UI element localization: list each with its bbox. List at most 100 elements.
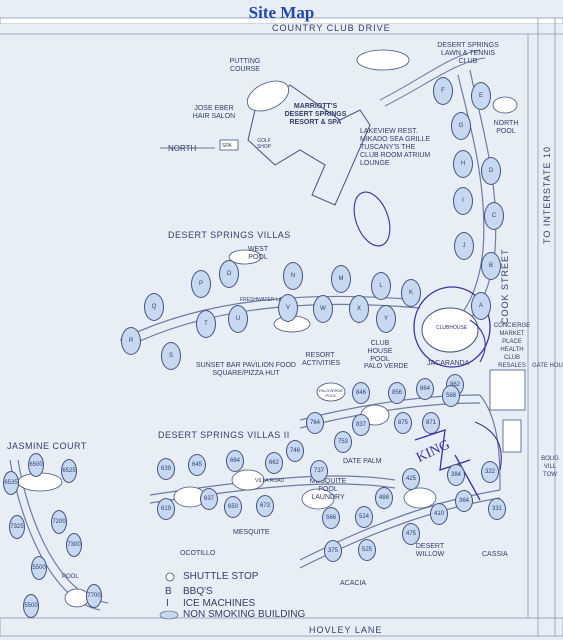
- villa-building-v: V: [278, 294, 298, 322]
- villa2-building-425: 425: [402, 468, 420, 490]
- area-jasmine-court: JASMINE COURT: [7, 441, 87, 451]
- label-villa-road: VILLA ROAD: [255, 478, 285, 484]
- villa-building-h: H: [453, 150, 473, 178]
- villa-building-c: C: [484, 202, 504, 230]
- label-gate-house: GATE HOUSE: [532, 363, 563, 369]
- legend-bbq-symbol: B: [165, 586, 172, 597]
- legend-ice-symbol: I: [166, 598, 169, 609]
- label-resort-activities: RESORT ACTIVITIES: [302, 352, 341, 367]
- label-palo-verde: PALO VERDE: [364, 363, 409, 370]
- villa-building-j: J: [454, 232, 474, 260]
- villa2-building-871: 871: [422, 412, 440, 434]
- villa2-building-837: 837: [352, 414, 370, 436]
- label-freshwater-lane: FRESHWATER LANE: [240, 297, 289, 303]
- legend-non-smoking: NON SMOKING BUILDING: [183, 609, 306, 620]
- label-hair-salon: JOSE EBER HAIR SALON: [192, 105, 236, 120]
- villa2-building-384: 384: [447, 464, 465, 486]
- label-lakeview: LAKEVIEW REST. MIKADO SEA GRILLE TUSCANY…: [360, 128, 431, 167]
- villa2-building-856: 856: [388, 382, 406, 404]
- villa-building-l: L: [371, 272, 391, 300]
- label-bougainvillea: BOUG VILL TOW: [541, 456, 559, 478]
- villa-building-a: A: [471, 292, 491, 320]
- villa2-building-637: 637: [200, 488, 218, 510]
- label-golf-shop: GOLF SHOP: [256, 138, 272, 150]
- villa-building-m: M: [331, 265, 351, 293]
- villa2-building-673: 673: [256, 495, 274, 517]
- villa2-building-875: 875: [394, 412, 412, 434]
- villa2-building-364: 364: [455, 490, 473, 512]
- villa-building-b: B: [481, 252, 501, 280]
- legend-ice-machines: ICE MACHINES: [183, 598, 256, 609]
- villa2-building-650: 650: [224, 496, 242, 518]
- legend-shuttle-stop: SHUTTLE STOP: [183, 571, 259, 582]
- villa2-building-753: 753: [334, 431, 352, 453]
- villa-building-i: I: [453, 187, 473, 215]
- label-clubhouse: CLUBHOUSE: [436, 325, 468, 331]
- villa2-building-645: 645: [188, 454, 206, 476]
- label-date-palm: DATE PALM: [343, 458, 382, 465]
- villa-building-e: E: [471, 82, 491, 110]
- villa-building-r: R: [121, 327, 141, 355]
- legend-bbq: BBQ'S: [183, 586, 213, 597]
- villa2-building-846: 846: [352, 382, 370, 404]
- villa2-building-322: 322: [481, 461, 499, 483]
- label-jasmine-pool: POOL: [62, 574, 79, 580]
- villa-building-t: T: [196, 310, 216, 338]
- area-desert-springs-villas: DESERT SPRINGS VILLAS: [168, 230, 291, 240]
- street-country-club-drive: COUNTRY CLUB DRIVE: [272, 23, 391, 33]
- villa-building-n: N: [283, 262, 303, 290]
- villa2-building-410: 410: [430, 503, 448, 525]
- villa2-building-746: 746: [286, 440, 304, 462]
- villa2-building-764: 764: [306, 412, 324, 434]
- villa-building-o: O: [219, 260, 239, 288]
- jasmine-building-7300: 7300: [66, 533, 82, 557]
- villa-building-p: P: [191, 270, 211, 298]
- label-mesquite-pool: MESQUITE POOL LAUNDRY: [309, 478, 347, 501]
- villa2-building-524: 524: [355, 506, 373, 528]
- villa2-building-375: 375: [324, 540, 342, 562]
- label-sunset-bar: SUNSET BAR PAVILION FOOD SQUARE/PIZZA HU…: [196, 362, 296, 377]
- jasmine-building-7700: 7700: [86, 584, 102, 608]
- villa2-building-475: 475: [402, 523, 420, 545]
- map-title: Site Map: [248, 3, 315, 22]
- label-north: NORTH: [168, 144, 197, 153]
- street-hovley-lane: HOVLEY LANE: [309, 625, 383, 635]
- area-desert-springs-villas-ii: DESERT SPRINGS VILLAS II: [158, 430, 290, 440]
- label-desert-willow: DESERT WILLOW: [415, 543, 445, 558]
- label-mesquite: MESQUITE: [233, 529, 270, 536]
- villa2-building-488: 488: [375, 487, 393, 509]
- villa2-building-864: 864: [416, 378, 434, 400]
- villa-building-g: G: [451, 112, 471, 140]
- label-cassia: CASSIA: [482, 551, 508, 558]
- villa2-building-588: 588: [442, 385, 460, 407]
- villa-building-u: U: [228, 305, 248, 333]
- label-tennis-club: DESERT SPRINGS LAWN & TENNIS CLUB: [437, 42, 499, 65]
- jasmine-building-7325: 7325: [9, 515, 25, 539]
- label-north-pool: NORTH POOL: [493, 120, 519, 135]
- villa2-building-331: 331: [488, 498, 506, 520]
- jasmine-building-5500: 5500: [31, 556, 47, 580]
- villa-building-y: Y: [376, 305, 396, 333]
- label-paloverde-pool: PALOVERDE POOL: [318, 388, 344, 398]
- jasmine-building-6525: 6525: [61, 459, 77, 483]
- villa-building-d: D: [481, 157, 501, 185]
- villa-building-s: S: [161, 342, 181, 370]
- label-clubhouse-pool: CLUB HOUSE POOL: [367, 340, 393, 363]
- villa2-building-737: 737: [310, 460, 328, 482]
- jasmine-building-6535: 6535: [3, 471, 19, 495]
- villa-building-x: X: [349, 295, 369, 323]
- jasmine-building-7200: 7200: [51, 510, 67, 534]
- label-west-pool: WEST POOL: [247, 246, 269, 261]
- villa-building-f: F: [433, 77, 453, 105]
- villa2-building-639: 639: [157, 458, 175, 480]
- villa-building-q: Q: [144, 293, 164, 321]
- villa2-building-662: 662: [265, 452, 283, 474]
- jasmine-building-5500: 5500: [23, 594, 39, 618]
- villa2-building-664: 664: [226, 450, 244, 472]
- label-concierge: CONCIERGE MARKET PLACE HEALTH CLUB RESAL…: [493, 323, 531, 369]
- label-ocotillo: OCOTILLO: [180, 550, 216, 557]
- villa2-building-525: 525: [358, 539, 376, 561]
- label-spa: SPA: [222, 143, 232, 149]
- label-jacaranda: JACARANDA: [427, 360, 470, 367]
